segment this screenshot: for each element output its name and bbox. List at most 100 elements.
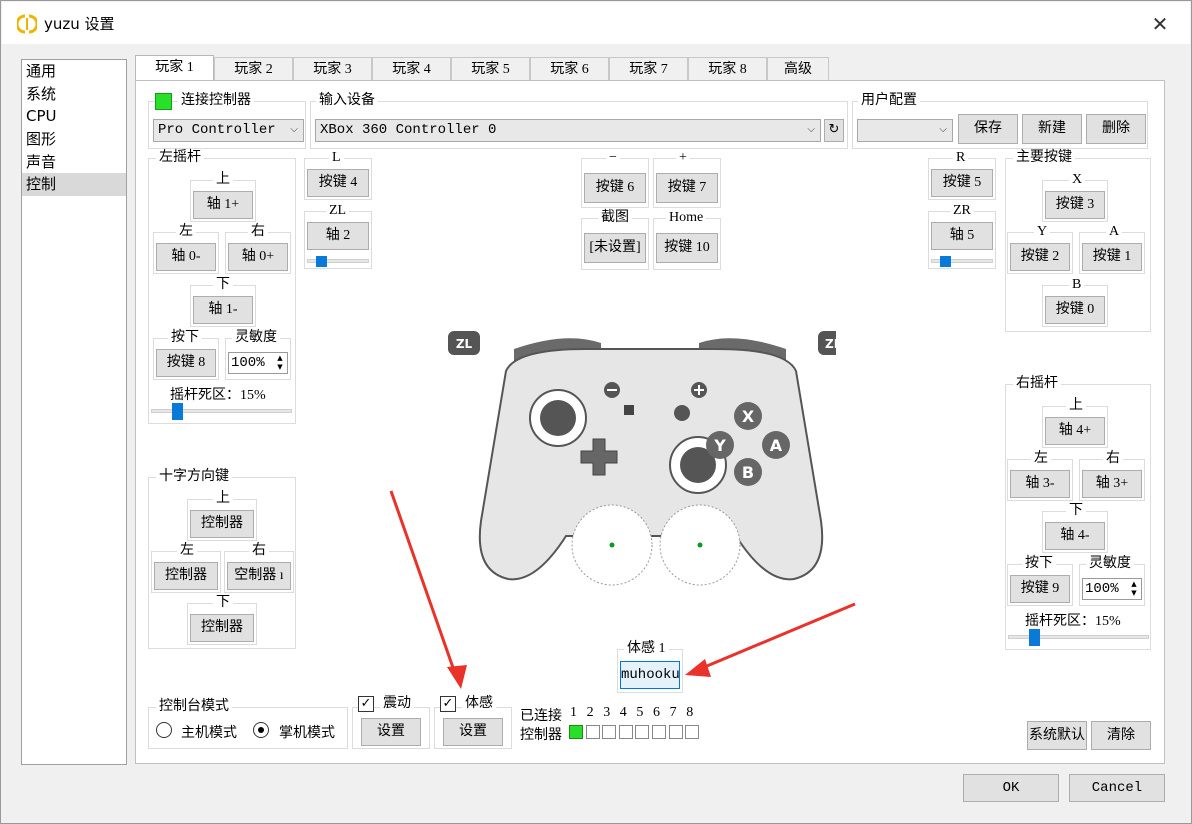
- zr-threshold-slider[interactable]: [931, 256, 993, 267]
- ls-right-button[interactable]: 轴 0+: [228, 243, 288, 271]
- controller-slot-5-indicator[interactable]: [635, 725, 650, 739]
- slider-handle[interactable]: [316, 256, 327, 267]
- pro-controller-image: ZL ZR X Y A B: [448, 331, 836, 586]
- tab-player-1[interactable]: 玩家 1: [135, 55, 214, 81]
- tab-player-7[interactable]: 玩家 7: [609, 57, 688, 81]
- controller-slot-6-indicator[interactable]: [652, 725, 666, 739]
- ls-deadzone-slider[interactable]: [151, 403, 292, 420]
- a-face-text: A: [770, 436, 783, 455]
- dpad-down-button[interactable]: 控制器: [190, 614, 254, 642]
- tab-player-5[interactable]: 玩家 5: [451, 57, 530, 81]
- profile-select[interactable]: ⌵: [857, 119, 953, 142]
- b-button[interactable]: 按键 0: [1045, 296, 1105, 324]
- input-device-select[interactable]: XBox 360 Controller 0⌵: [315, 119, 821, 142]
- vibration-checkbox[interactable]: ✓: [358, 696, 374, 712]
- zl-button[interactable]: 轴 2: [307, 222, 369, 250]
- y-button[interactable]: 按键 2: [1010, 243, 1070, 271]
- dpad-left-button[interactable]: 控制器: [154, 562, 218, 590]
- dpad-right-button[interactable]: 空制器 ı: [227, 562, 291, 590]
- zl-badge-shape: [448, 331, 480, 355]
- arrow-head-shape: [685, 659, 711, 677]
- controller-type-select[interactable]: Pro Controller⌵: [153, 119, 304, 142]
- tab-advanced[interactable]: 高级: [767, 57, 829, 81]
- spin-arrows-icon[interactable]: ▲▼: [277, 354, 283, 371]
- ls-press-button[interactable]: 按键 8: [156, 349, 216, 377]
- ok-button[interactable]: OK: [963, 774, 1059, 802]
- tab-player-8[interactable]: 玩家 8: [688, 57, 767, 81]
- rs-deadzone-slider[interactable]: [1008, 629, 1149, 646]
- b-face-text: B: [742, 463, 754, 482]
- slider-handle[interactable]: [1029, 629, 1040, 646]
- rs-down-button[interactable]: 轴 4-: [1045, 522, 1105, 550]
- rs-right-button[interactable]: 轴 3+: [1082, 470, 1142, 498]
- rs-sensitivity-spinbox[interactable]: 100%▲▼: [1082, 578, 1142, 600]
- sidebar-item-graphics[interactable]: 图形: [26, 130, 57, 149]
- rs-up-button[interactable]: 轴 4+: [1045, 417, 1105, 445]
- tab-player-4[interactable]: 玩家 4: [372, 57, 451, 81]
- controller-slot-2-indicator[interactable]: [585, 725, 600, 739]
- minus-button[interactable]: 按键 6: [584, 173, 646, 203]
- ls-down-button[interactable]: 轴 1-: [193, 296, 253, 324]
- controller-label: 控制器: [520, 728, 562, 743]
- console-mode-group: [148, 707, 348, 749]
- motion-checkbox[interactable]: ✓: [440, 696, 456, 712]
- r-button[interactable]: 按键 5: [931, 169, 993, 197]
- zr-button[interactable]: 轴 5: [931, 222, 993, 250]
- docked-mode-radio[interactable]: [156, 722, 172, 738]
- controller-slot-4-indicator[interactable]: [618, 725, 633, 739]
- rs-press-button[interactable]: 按键 9: [1010, 575, 1070, 603]
- cancel-button[interactable]: Cancel: [1069, 774, 1165, 802]
- restore-defaults-button[interactable]: 系统默认: [1027, 721, 1087, 750]
- vibration-config-button[interactable]: 设置: [361, 718, 421, 746]
- ls-left-button[interactable]: 轴 0-: [156, 243, 216, 271]
- a-label: A: [1106, 224, 1123, 240]
- save-profile-button[interactable]: 保存: [958, 114, 1018, 144]
- zl-threshold-slider[interactable]: [307, 256, 369, 267]
- sidebar-item-audio[interactable]: 声音: [26, 152, 57, 171]
- delete-profile-button[interactable]: 删除: [1086, 114, 1146, 144]
- ls-sensitivity-spinbox[interactable]: 100%▲▼: [228, 352, 288, 374]
- motion-button[interactable]: muhooku: [620, 661, 680, 689]
- controller-number-8: 8: [686, 705, 694, 720]
- controller-slot-8-indicator[interactable]: [685, 725, 700, 739]
- slider-handle[interactable]: [172, 403, 183, 420]
- x-button[interactable]: 按键 3: [1045, 191, 1105, 219]
- controller-number-2: 2: [586, 705, 594, 720]
- x-face-shape: [734, 402, 762, 430]
- a-button[interactable]: 按键 1: [1082, 243, 1142, 271]
- plus-glyph-v-shape: [698, 385, 700, 395]
- controller-slot-3-indicator[interactable]: [602, 725, 617, 739]
- plus-button[interactable]: 按键 7: [656, 173, 718, 203]
- sidebar-item-general[interactable]: 通用: [26, 62, 57, 80]
- ls-left-label: 左: [176, 224, 196, 240]
- handheld-mode-radio[interactable]: [253, 722, 269, 738]
- dpad-up-button[interactable]: 控制器: [190, 510, 254, 538]
- controller-number-6: 6: [653, 705, 660, 720]
- clear-button[interactable]: 清除: [1091, 721, 1151, 750]
- motion-config-button[interactable]: 设置: [443, 718, 503, 746]
- user-profile-group: [852, 101, 1148, 149]
- close-icon[interactable]: ✕: [1151, 12, 1169, 36]
- tab-player-3[interactable]: 玩家 3: [293, 57, 372, 81]
- spin-arrows-icon[interactable]: ▲▼: [1131, 580, 1137, 597]
- capture-shape: [624, 405, 634, 415]
- l-button[interactable]: 按键 4: [307, 169, 369, 197]
- controller-slot-7-indicator[interactable]: [668, 725, 683, 739]
- ls-up-button[interactable]: 轴 1+: [193, 191, 253, 219]
- sidebar-item-controls[interactable]: 控制: [22, 173, 126, 197]
- refresh-icon[interactable]: ↻: [824, 119, 844, 142]
- slider-handle[interactable]: [940, 256, 951, 267]
- b-label: B: [1069, 277, 1085, 293]
- handheld-mode-label: 掌机模式: [279, 726, 335, 741]
- sidebar-item-cpu[interactable]: CPU: [26, 107, 57, 126]
- sidebar-item-system[interactable]: 系统: [26, 84, 57, 103]
- capture-button[interactable]: [未设置]: [584, 233, 646, 263]
- chevron-down-icon: ⌵: [807, 124, 815, 135]
- rs-right-label: 右: [1103, 451, 1123, 467]
- tab-player-6[interactable]: 玩家 6: [530, 57, 609, 81]
- home-button[interactable]: 按键 10: [656, 233, 718, 263]
- rs-left-button[interactable]: 轴 3-: [1010, 470, 1070, 498]
- new-profile-button[interactable]: 新建: [1022, 114, 1082, 144]
- controller-slot-1-indicator[interactable]: [569, 725, 583, 739]
- tab-player-2[interactable]: 玩家 2: [214, 57, 293, 81]
